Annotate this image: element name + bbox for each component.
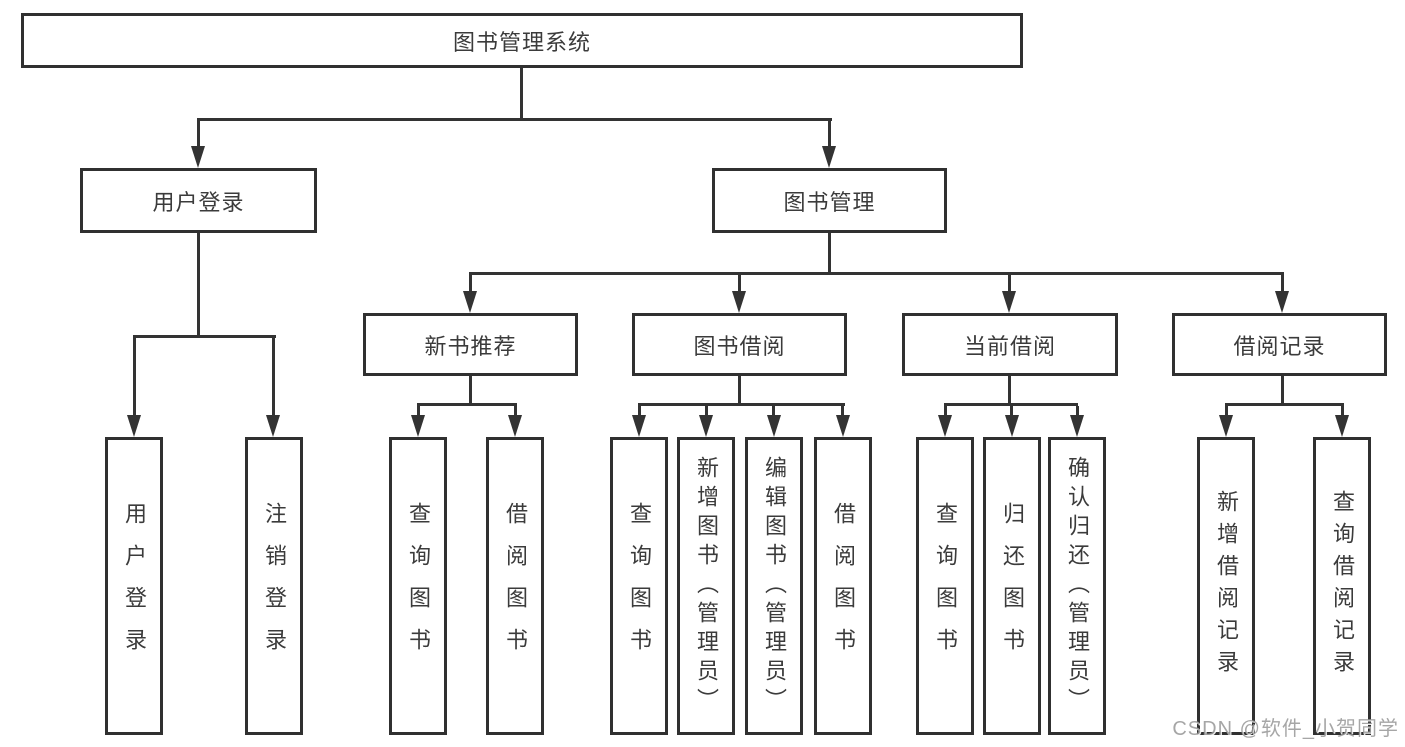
leaf-label: 新增借阅记录 <box>1214 490 1239 682</box>
leaf-label: 归还图书 <box>1000 502 1025 670</box>
leaf-label: 借阅图书 <box>831 502 856 670</box>
arrow-down-icon <box>1219 415 1233 437</box>
leaf-label: 新增图书（管理员） <box>694 455 719 717</box>
leaf-label: 借阅图书 <box>503 502 528 670</box>
node-label: 图书借阅 <box>693 333 786 359</box>
leaf-label: 用户登录 <box>122 502 147 670</box>
leaf-label: 查询图书 <box>627 502 652 670</box>
node-label: 图书管理 <box>783 189 876 215</box>
connector-drop <box>772 406 775 416</box>
connector-branch <box>638 403 845 406</box>
connector-drop <box>469 275 472 293</box>
leaf-borrow-books: 借阅图书 <box>814 437 872 735</box>
connector-branch <box>197 118 832 121</box>
watermark: CSDN @软件_小贺同学 <box>1172 718 1399 740</box>
arrow-down-icon <box>1002 291 1016 313</box>
node-book-management: 图书管理 <box>712 168 947 233</box>
leaf-query-borrow-record: 查询借阅记录 <box>1313 437 1371 735</box>
node-root-system: 图书管理系统 <box>21 13 1023 68</box>
connector-drop <box>272 338 275 416</box>
connector-drop <box>133 338 136 416</box>
arrow-down-icon <box>463 291 477 313</box>
leaf-label: 注销登录 <box>262 502 287 670</box>
leaf-confirm-return-admin: 确认归还（管理员） <box>1048 437 1106 735</box>
arrow-down-icon <box>767 415 781 437</box>
arrow-down-icon <box>1070 415 1084 437</box>
node-label: 新书推荐 <box>424 333 517 359</box>
leaf-query-books-current: 查询图书 <box>916 437 974 735</box>
connector-stem <box>738 376 741 405</box>
node-borrowing-records: 借阅记录 <box>1172 313 1387 376</box>
connector-stem <box>828 233 831 274</box>
arrow-down-icon <box>822 146 836 168</box>
connector-stem <box>197 233 200 335</box>
node-user-login: 用户登录 <box>80 168 317 233</box>
leaf-edit-book-admin: 编辑图书（管理员） <box>745 437 803 735</box>
node-new-book-recommend: 新书推荐 <box>363 313 578 376</box>
connector-drop <box>1225 406 1228 416</box>
connector-drop <box>1341 406 1344 416</box>
connector-branch <box>133 335 276 338</box>
node-current-borrowing: 当前借阅 <box>902 313 1118 376</box>
node-label: 图书管理系统 <box>452 29 591 55</box>
node-label: 用户登录 <box>152 189 245 215</box>
arrow-down-icon <box>836 415 850 437</box>
leaf-add-book-admin: 新增图书（管理员） <box>677 437 735 735</box>
leaf-query-books-borrow: 查询图书 <box>610 437 668 735</box>
connector-drop <box>841 406 844 416</box>
leaf-return-book: 归还图书 <box>983 437 1041 735</box>
leaf-user-login: 用户登录 <box>105 437 163 735</box>
connector-stem <box>469 376 472 405</box>
leaf-label: 查询图书 <box>933 502 958 670</box>
node-label: 当前借阅 <box>963 333 1056 359</box>
node-book-borrowing: 图书借阅 <box>632 313 847 376</box>
connector-drop <box>944 406 947 416</box>
connector-drop <box>197 121 200 149</box>
arrow-down-icon <box>1275 291 1289 313</box>
connector-drop <box>1281 275 1284 293</box>
connector-drop <box>514 406 517 416</box>
leaf-label: 确认归还（管理员） <box>1065 455 1090 717</box>
connector-drop <box>1076 406 1079 416</box>
connector-drop <box>1010 406 1013 416</box>
leaf-label: 编辑图书（管理员） <box>762 455 787 717</box>
leaf-borrow-books-recommend: 借阅图书 <box>486 437 544 735</box>
leaf-add-borrow-record: 新增借阅记录 <box>1197 437 1255 735</box>
connector-stem <box>520 68 523 120</box>
leaf-logout: 注销登录 <box>245 437 303 735</box>
connector-drop <box>705 406 708 416</box>
node-label: 借阅记录 <box>1233 333 1326 359</box>
connector-branch <box>944 403 1078 406</box>
arrow-down-icon <box>191 146 205 168</box>
arrow-down-icon <box>938 415 952 437</box>
connector-drop <box>638 406 641 416</box>
arrow-down-icon <box>127 415 141 437</box>
connector-drop <box>417 406 420 416</box>
connector-stem <box>1281 376 1284 405</box>
arrow-down-icon <box>1005 415 1019 437</box>
connector-drop <box>828 121 831 149</box>
connector-branch <box>417 403 517 406</box>
arrow-down-icon <box>411 415 425 437</box>
leaf-label: 查询图书 <box>406 502 431 670</box>
connector-branch <box>469 272 1284 275</box>
arrow-down-icon <box>632 415 646 437</box>
arrow-down-icon <box>1335 415 1349 437</box>
arrow-down-icon <box>732 291 746 313</box>
connector-branch <box>1225 403 1344 406</box>
connector-drop <box>1008 275 1011 293</box>
arrow-down-icon <box>266 415 280 437</box>
connector-stem <box>1008 376 1011 405</box>
connector-drop <box>738 275 741 293</box>
arrow-down-icon <box>508 415 522 437</box>
arrow-down-icon <box>699 415 713 437</box>
leaf-label: 查询借阅记录 <box>1330 490 1355 682</box>
leaf-query-books-recommend: 查询图书 <box>389 437 447 735</box>
